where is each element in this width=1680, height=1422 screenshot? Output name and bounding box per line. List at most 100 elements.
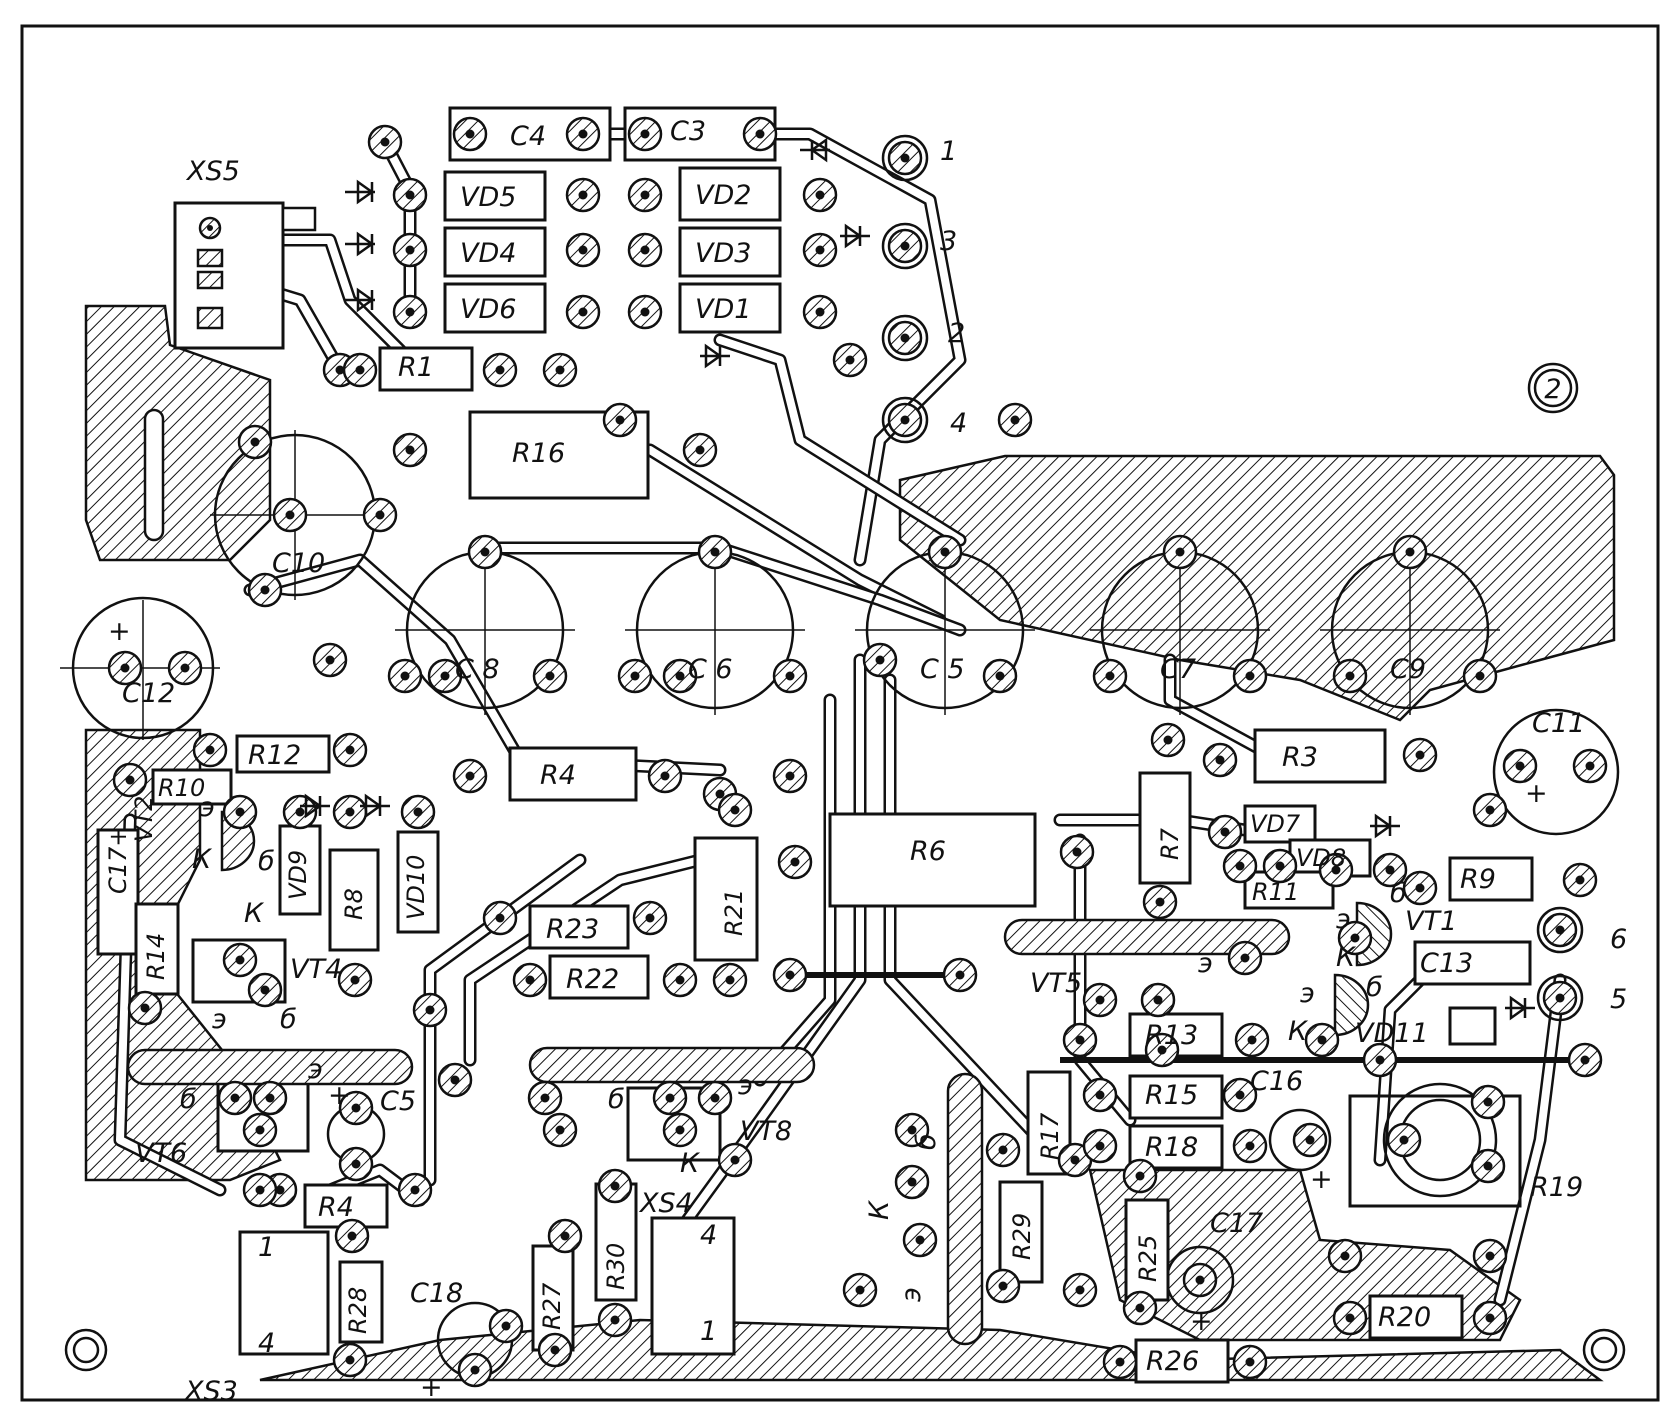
- pad-hole: [1115, 1357, 1125, 1367]
- label-c18: C18: [410, 1278, 463, 1309]
- pad-hole: [1399, 1135, 1409, 1145]
- pad-hole: [578, 190, 588, 200]
- pad-hole: [610, 1315, 620, 1325]
- pad-hole: [855, 1285, 865, 1295]
- label-r22: R22: [566, 964, 619, 995]
- pad-hole: [998, 1145, 1008, 1155]
- pad-hole: [425, 1005, 435, 1015]
- pad-hole: [1405, 547, 1415, 557]
- vt3-pin-b: б: [1366, 972, 1383, 1003]
- pad-hole: [1215, 755, 1225, 765]
- pad-hole: [955, 970, 965, 980]
- terminal-pad-ring: [1536, 974, 1584, 1022]
- c11-outline: [1492, 708, 1620, 836]
- pad-hole: [665, 1093, 675, 1103]
- label-vd4: VD4: [460, 238, 516, 269]
- label-r25: R25: [1134, 1235, 1162, 1282]
- pad-hole: [1075, 1285, 1085, 1295]
- label-r7: R7: [1156, 827, 1184, 860]
- label-vd9: VD9: [284, 850, 312, 900]
- pad-hole: [1070, 1155, 1080, 1165]
- pad-hole: [1105, 671, 1115, 681]
- label-r13: R13: [1145, 1020, 1198, 1051]
- pad-hole: [900, 241, 910, 251]
- r4a-box: [508, 746, 638, 802]
- label-vd3: VD3: [695, 238, 751, 269]
- pad-hole: [1317, 1035, 1327, 1045]
- label-xs5: XS5: [185, 156, 240, 187]
- pad-hole: [640, 307, 650, 317]
- terminal-pad-ring: [1536, 906, 1584, 954]
- vt3-pin-e: э: [1300, 978, 1315, 1009]
- pad-hole: [1135, 1303, 1145, 1313]
- board-number-mark: 2: [1527, 362, 1579, 414]
- pad-hole: [1155, 897, 1165, 907]
- pads: [107, 116, 1608, 1388]
- pad-hole: [345, 807, 355, 817]
- pad-hole: [501, 1321, 511, 1331]
- pad-hole: [578, 245, 588, 255]
- pad-hole: [555, 1125, 565, 1135]
- label-c5b: C5: [380, 1086, 416, 1117]
- label-r18: R18: [1145, 1132, 1198, 1163]
- pad-hole: [1095, 1141, 1105, 1151]
- pad-hole: [1235, 861, 1245, 871]
- pin-label-1: 1: [940, 136, 957, 167]
- pad-hole: [440, 671, 450, 681]
- label-c9: C9: [1390, 654, 1426, 685]
- pad-hole: [351, 1103, 361, 1113]
- label-r21: R21: [720, 889, 748, 936]
- pad-hole: [1072, 847, 1082, 857]
- vd6-box: [443, 282, 547, 334]
- label-c16: C16: [1250, 1066, 1303, 1097]
- pad-hole: [1331, 865, 1341, 875]
- label-r17: R17: [1036, 1112, 1064, 1160]
- pad-hole: [660, 771, 670, 781]
- label-r15: R15: [1145, 1080, 1198, 1111]
- pad-hole: [255, 1185, 265, 1195]
- pad-hole: [480, 547, 490, 557]
- pad-hole: [351, 1159, 361, 1169]
- vt7-pin-e: э: [896, 1287, 927, 1302]
- pad-hole: [1483, 1097, 1493, 1107]
- pad-hole: [1375, 1055, 1385, 1065]
- label-r30: R30: [602, 1243, 630, 1290]
- pad-hole: [260, 585, 270, 595]
- pad-hole: [995, 671, 1005, 681]
- pad-hole: [350, 975, 360, 985]
- label-vd11: VD11: [1355, 1018, 1429, 1049]
- pad-hole: [755, 129, 765, 139]
- pad-hole: [1575, 875, 1585, 885]
- pad-hole: [578, 307, 588, 317]
- pin-label-4: 4: [950, 408, 967, 439]
- label-r20: R20: [1378, 1302, 1431, 1333]
- xs4-pin-4: 4: [700, 1220, 717, 1251]
- pad-hole: [1095, 1090, 1105, 1100]
- pad-hole: [470, 1365, 480, 1375]
- pad-hole: [405, 190, 415, 200]
- pad-hole: [235, 955, 245, 965]
- pad-hole: [525, 975, 535, 985]
- vd7-box: [1243, 804, 1317, 844]
- pad-hole: [1010, 415, 1020, 425]
- label-r3: R3: [1282, 742, 1318, 773]
- r19-outline: [1382, 1082, 1498, 1198]
- pad-hole: [1247, 1035, 1257, 1045]
- pad-hole: [413, 807, 423, 817]
- r30-box: [594, 1182, 638, 1302]
- pad-hole: [550, 1345, 560, 1355]
- label-vd7: VD7: [1250, 810, 1301, 838]
- pad-hole: [1345, 671, 1355, 681]
- vd11-box: [1448, 1006, 1497, 1046]
- pad-hole: [1485, 1251, 1495, 1261]
- r22-box: [548, 954, 650, 1000]
- pad-hole: [1245, 1357, 1255, 1367]
- pad-hole: [275, 1185, 285, 1195]
- pad-hole: [540, 1093, 550, 1103]
- pad-hole: [630, 671, 640, 681]
- xs5-connector: [196, 206, 317, 330]
- vt2-pin-e: э: [200, 792, 215, 823]
- pad-hole: [205, 745, 215, 755]
- pad-hole: [940, 547, 950, 557]
- label-r4: R4: [540, 760, 576, 791]
